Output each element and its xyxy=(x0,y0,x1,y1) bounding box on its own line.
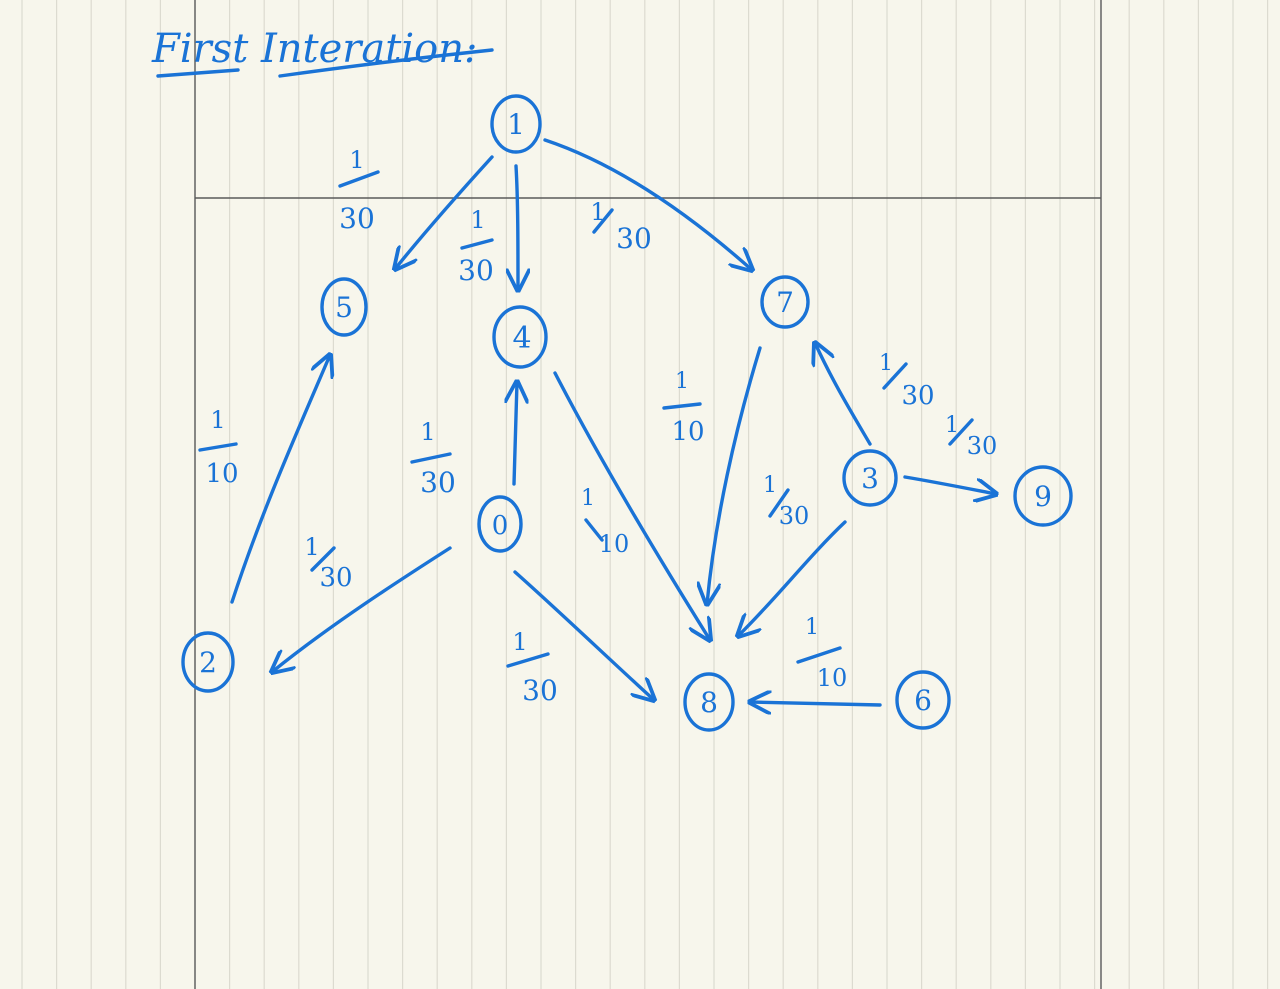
svg-text:9: 9 xyxy=(1034,480,1052,513)
weight-2-5: 1 10 xyxy=(198,406,239,489)
node-3: 3 xyxy=(842,449,898,507)
svg-text:0: 0 xyxy=(492,511,509,541)
svg-text:1: 1 xyxy=(349,146,364,174)
weight-3-8: 1 30 xyxy=(763,473,809,530)
weight-3-9: 1 30 xyxy=(945,413,997,460)
svg-text:30: 30 xyxy=(319,563,352,593)
title-underline-2 xyxy=(278,48,494,78)
edge-2-5 xyxy=(230,355,330,604)
node-4: 4 xyxy=(492,305,548,369)
svg-text:30: 30 xyxy=(967,432,998,460)
page-title: First Interation: xyxy=(151,26,477,72)
nodes: 1 5 4 7 0 3 9 2 xyxy=(181,94,1073,732)
weight-3-7: 1 30 xyxy=(879,351,935,411)
weight-1-7: 1 30 xyxy=(590,198,651,255)
svg-text:1: 1 xyxy=(210,406,225,434)
node-1: 1 xyxy=(490,94,542,154)
node-7: 7 xyxy=(760,275,810,329)
svg-text:30: 30 xyxy=(616,222,652,255)
svg-text:1: 1 xyxy=(420,418,435,446)
edge-1-7 xyxy=(543,138,752,270)
svg-text:1: 1 xyxy=(945,413,959,438)
edge-0-4 xyxy=(514,382,517,486)
svg-text:3: 3 xyxy=(861,462,879,495)
node-6: 6 xyxy=(895,670,951,730)
svg-text:8: 8 xyxy=(700,686,718,719)
edge-6-8 xyxy=(750,702,882,705)
svg-text:10: 10 xyxy=(817,664,848,692)
title-underline-1 xyxy=(156,68,240,78)
node-9: 9 xyxy=(1013,465,1073,527)
svg-text:1: 1 xyxy=(763,473,777,498)
weight-1-4: 1 30 xyxy=(458,206,494,287)
svg-text:6: 6 xyxy=(914,684,932,717)
weight-0-8: 1 30 xyxy=(506,628,558,707)
edge-7-8 xyxy=(707,346,762,604)
svg-text:1: 1 xyxy=(675,369,689,394)
weight-0-2: 1 30 xyxy=(304,533,352,593)
svg-text:30: 30 xyxy=(458,254,494,287)
edge-weights: 1 30 1 30 1 30 1 10 1 30 1 30 xyxy=(198,146,997,707)
node-5: 5 xyxy=(320,277,368,337)
edge-4-8 xyxy=(553,371,710,640)
svg-text:30: 30 xyxy=(779,502,810,530)
weight-4-8: 1 10 xyxy=(581,486,629,558)
svg-text:5: 5 xyxy=(335,291,353,324)
node-2: 2 xyxy=(181,631,235,693)
svg-text:1: 1 xyxy=(470,206,485,234)
svg-text:1: 1 xyxy=(590,198,605,226)
svg-text:30: 30 xyxy=(522,674,558,707)
edge-1-5 xyxy=(395,155,494,269)
svg-text:1: 1 xyxy=(581,486,595,511)
svg-text:10: 10 xyxy=(599,530,630,558)
weight-6-8: 1 10 xyxy=(796,615,848,692)
node-0: 0 xyxy=(477,495,523,553)
edges xyxy=(230,138,996,705)
svg-text:2: 2 xyxy=(199,646,217,679)
node-8: 8 xyxy=(683,672,735,732)
svg-text:10: 10 xyxy=(671,417,704,447)
edge-3-7 xyxy=(815,343,872,446)
weight-7-8: 1 10 xyxy=(662,369,705,447)
svg-text:1: 1 xyxy=(805,615,819,640)
weight-0-4: 1 30 xyxy=(410,418,456,499)
edge-0-2 xyxy=(272,546,452,672)
weight-1-5: 1 30 xyxy=(338,146,380,235)
svg-text:1: 1 xyxy=(512,628,527,656)
svg-text:4: 4 xyxy=(512,321,531,356)
svg-text:10: 10 xyxy=(205,459,238,489)
edge-3-9 xyxy=(903,475,996,494)
edge-0-8 xyxy=(513,570,654,700)
svg-text:30: 30 xyxy=(339,202,375,235)
svg-text:1: 1 xyxy=(879,351,893,376)
ruled-lines xyxy=(21,0,1269,989)
edge-3-8 xyxy=(738,520,847,636)
svg-text:7: 7 xyxy=(776,286,794,319)
svg-text:30: 30 xyxy=(901,381,934,411)
svg-text:1: 1 xyxy=(304,533,319,561)
edge-1-4 xyxy=(516,164,518,290)
svg-text:30: 30 xyxy=(420,466,456,499)
svg-text:1: 1 xyxy=(507,108,525,141)
